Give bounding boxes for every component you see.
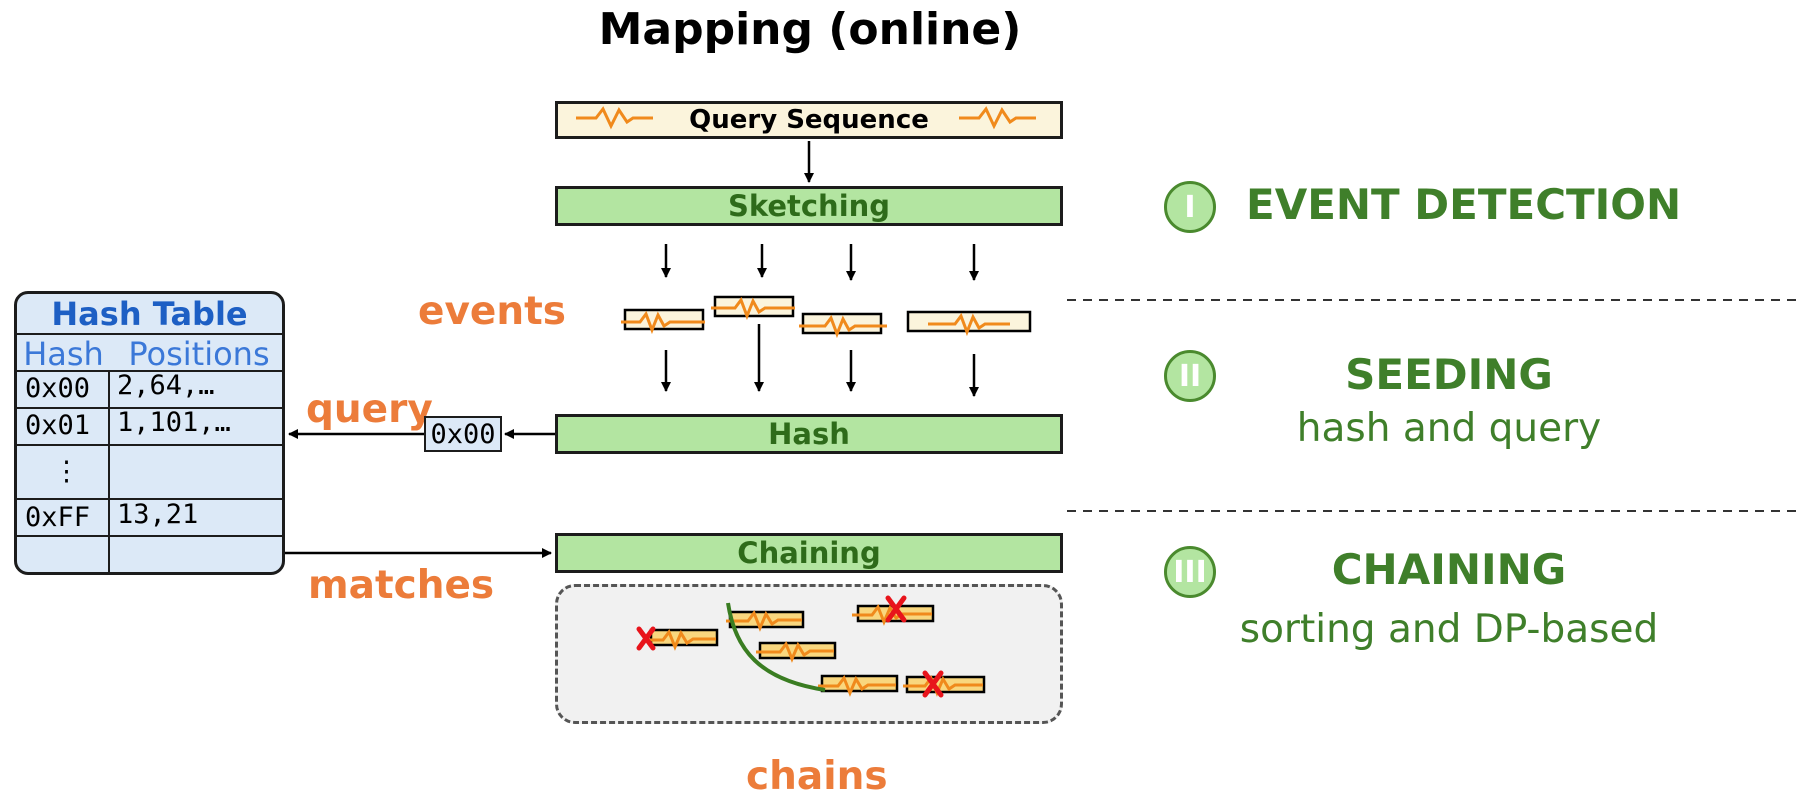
stage-2-title: SEEDING — [1345, 350, 1553, 399]
query-sequence-label: Query Sequence — [689, 105, 929, 135]
anchor-segment — [645, 628, 719, 651]
event-segment — [799, 312, 887, 339]
stage-3-subtitle: sorting and DP-based — [1239, 607, 1659, 652]
event-segment — [711, 295, 795, 321]
reject-x-icon — [922, 670, 944, 698]
stage-1-badge: I — [1164, 181, 1216, 233]
sketching-label: Sketching — [727, 189, 891, 223]
table-divider — [17, 498, 282, 500]
query-label: query — [306, 387, 433, 432]
stage-2-subtitle: hash and query — [1296, 406, 1602, 451]
stage-3-badge: III — [1164, 546, 1216, 598]
stage-2-badge: II — [1164, 350, 1216, 402]
reject-x-icon — [636, 626, 656, 651]
anchor-segment — [726, 609, 805, 632]
table-hash-cell: 0x00 — [25, 373, 91, 404]
anchor-segment — [818, 674, 899, 697]
stage-1-title: EVENT DETECTION — [1246, 180, 1682, 229]
table-hash-cell: 0xFF — [25, 502, 91, 533]
events-label: events — [418, 289, 566, 334]
event-segment — [621, 308, 705, 335]
table-positions-cell: 1,101,… — [117, 407, 231, 438]
table-positions-cell: 13,21 — [117, 499, 199, 530]
table-divider — [17, 407, 282, 409]
table-divider — [17, 535, 282, 537]
table-hash-cell: 0x01 — [25, 410, 91, 441]
query-hash-value: 0x00 — [424, 416, 502, 452]
matches-label: matches — [308, 563, 495, 608]
hash-box: Hash — [555, 414, 1063, 454]
chains-label: chains — [746, 754, 888, 799]
chaining-label: Chaining — [737, 536, 881, 570]
positions-column-header: Positions — [128, 335, 270, 373]
stage-3-title: CHAINING — [1331, 545, 1567, 594]
table-hash-cell: ⋮ — [53, 456, 80, 487]
hash-label: Hash — [768, 417, 850, 451]
anchor-segment — [756, 640, 837, 663]
signal-squiggle-icon — [576, 106, 653, 130]
anchor-segment — [903, 674, 986, 697]
reject-x-icon — [885, 595, 907, 623]
table-divider — [17, 444, 282, 446]
table-divider — [17, 333, 282, 335]
chaining-box: Chaining — [555, 533, 1063, 573]
signal-squiggle-icon — [959, 106, 1036, 130]
sketching-box: Sketching — [555, 186, 1063, 226]
table-divider — [17, 370, 282, 372]
hash-table-title: Hash Table — [51, 295, 248, 333]
event-segment — [906, 310, 1032, 337]
query-sequence-box: Query Sequence — [555, 101, 1063, 139]
table-positions-cell: 2,64,… — [117, 370, 215, 401]
table-column-divider — [108, 370, 110, 572]
hash-column-header: Hash — [23, 335, 104, 373]
hash-table: Hash Table Hash Positions 0x00 2,64,… 0x… — [14, 291, 285, 575]
chain-curve — [726, 602, 826, 692]
diagram-title: Mapping (online) — [598, 4, 1022, 55]
